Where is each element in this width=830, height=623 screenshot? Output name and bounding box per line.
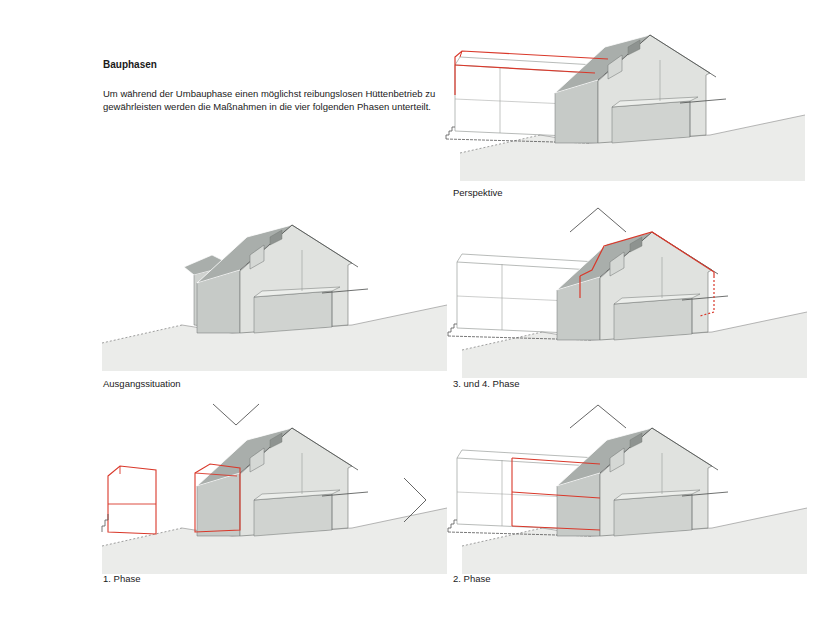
phase-3-4-panel <box>448 232 807 378</box>
sequence-chevrons <box>213 208 626 522</box>
panel-caption: 3. und 4. Phase <box>453 377 603 390</box>
perspective-panel <box>446 35 805 181</box>
panel-caption: 2. Phase <box>453 572 573 585</box>
initial-state-panel <box>102 225 447 371</box>
panel-caption: 1. Phase <box>103 572 223 585</box>
panel-caption: Ausgangssituation <box>103 377 253 390</box>
intro-text: Um während der Umbauphase einen möglichs… <box>103 87 453 113</box>
phase-1-panel <box>102 428 447 574</box>
title: Bauphasen <box>103 58 157 71</box>
phase-2-panel <box>448 428 807 574</box>
panel-caption: Perspektive <box>453 186 573 199</box>
